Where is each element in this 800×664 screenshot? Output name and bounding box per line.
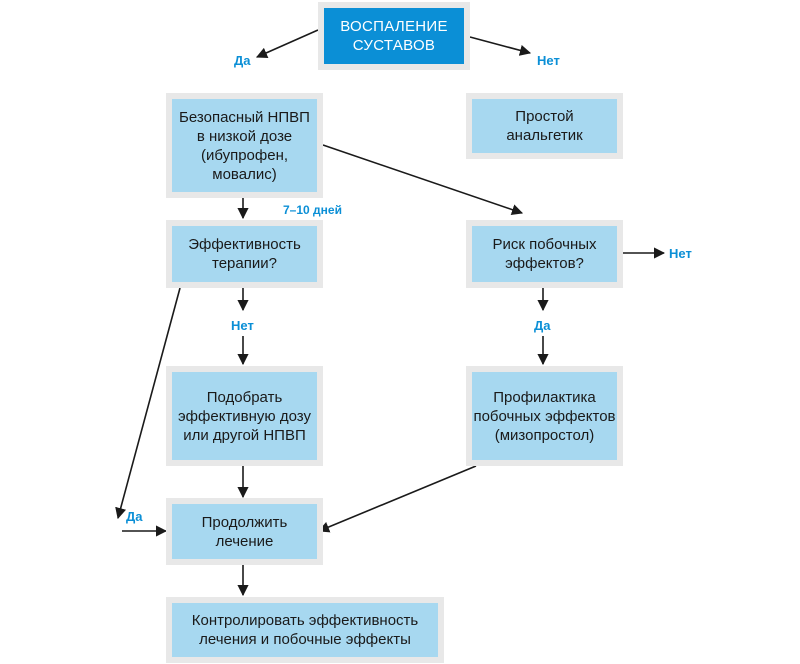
label-risk-yes: Да	[534, 318, 551, 333]
label-efficacy-yes: Да	[126, 509, 143, 524]
arrow-nsaid-to-risk	[322, 144, 524, 216]
arrow-root-to-analgesic	[469, 36, 532, 56]
arrow-root-to-nsaid	[255, 29, 319, 59]
node-safe-nsaid: Безопасный НПВП в низкой дозе (ибупрофен…	[166, 93, 323, 198]
label-root-yes: Да	[234, 53, 251, 68]
node-continue-treatment: Продолжить лечение	[166, 498, 323, 565]
node-therapy-efficacy: Эффективность терапии?	[166, 220, 323, 288]
node-adjust-dose: Подобрать эффективную дозу или другой НП…	[166, 366, 323, 466]
node-joint-inflammation: ВОСПАЛЕНИЕ СУСТАВОВ	[318, 2, 470, 70]
label-days: 7–10 дней	[283, 203, 342, 217]
arrow-prophylaxis-to-continue	[317, 465, 477, 533]
label-root-no: Нет	[537, 53, 560, 68]
node-monitor: Контролировать эффективность лечения и п…	[166, 597, 444, 663]
node-side-effect-risk: Риск побочных эффектов?	[466, 220, 623, 288]
arrow-efficacy-to-left	[115, 287, 181, 520]
label-risk-no: Нет	[669, 246, 692, 261]
node-prophylaxis: Профилактика побочных эффектов (мизопрос…	[466, 366, 623, 466]
label-efficacy-no: Нет	[231, 318, 254, 333]
node-simple-analgesic: Простой анальгетик	[466, 93, 623, 159]
